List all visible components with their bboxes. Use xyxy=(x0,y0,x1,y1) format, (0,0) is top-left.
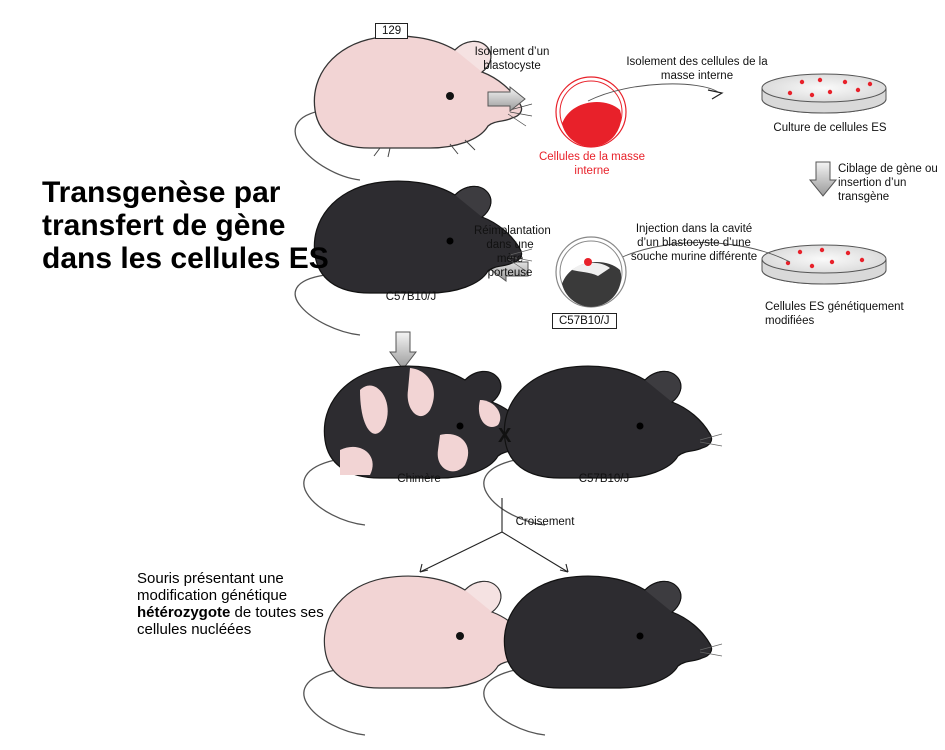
label-es-modifiees: Cellules ES génétiquement modifiées xyxy=(765,301,904,327)
label-croisement: Croisement xyxy=(515,516,575,528)
label-c57-partner: C57B10/J xyxy=(578,473,630,485)
label-isolement-blastocyste: Isolement d’un blastocyste xyxy=(474,46,550,72)
arrow-down-left xyxy=(388,331,418,370)
label-culture-es: Culture de cellules ES xyxy=(773,122,887,134)
caption-bold: hétérozygote xyxy=(137,604,231,621)
petri-dish-icon xyxy=(761,73,887,114)
pointer-line xyxy=(587,83,719,102)
strain-box-c57: C57B10/J xyxy=(552,313,617,329)
arrow-down-right xyxy=(808,161,838,197)
mouse-chimera xyxy=(303,365,543,526)
caption-heterozygote: Souris présentant une modification génét… xyxy=(137,570,347,638)
mouse-c57-recipient xyxy=(294,180,533,336)
label-isolement-cellules: Isolement des cellules de la masse inter… xyxy=(626,56,768,82)
label-injection: Injection dans la cavité d’un blastocyst… xyxy=(630,223,758,263)
label-ciblage: Ciblage de gène ou insertion d’un transg… xyxy=(838,163,938,203)
mouse-c57-partner xyxy=(483,365,723,526)
label-chimere: Chimère xyxy=(397,473,441,485)
arrow-right-1 xyxy=(487,85,526,113)
petri-dish-modified-icon xyxy=(761,244,887,285)
cross-symbol: X xyxy=(498,425,512,447)
caption-line2: de toutes ses cellules nucléées xyxy=(137,604,324,638)
mouse-heterozygote-black xyxy=(483,575,723,736)
diagram-title: Transgenèse par transfert de gène dans l… xyxy=(42,176,329,275)
mouse-heterozygote-pink xyxy=(303,575,543,736)
label-cellules-masse-interne: Cellules de la masse interne xyxy=(538,151,646,177)
label-c57-mouse: C57B10/J xyxy=(385,291,437,303)
strain-box-129: 129 xyxy=(375,23,409,39)
blastocyst-injection-icon xyxy=(555,236,627,308)
cross-lines xyxy=(419,498,569,573)
label-reimplantation: Réimplantation dans une mère porteuse xyxy=(474,225,551,279)
mouse-129 xyxy=(294,35,533,181)
blastocyst-icon xyxy=(555,76,627,148)
caption-line1: Souris présentant une modification génét… xyxy=(137,570,288,604)
